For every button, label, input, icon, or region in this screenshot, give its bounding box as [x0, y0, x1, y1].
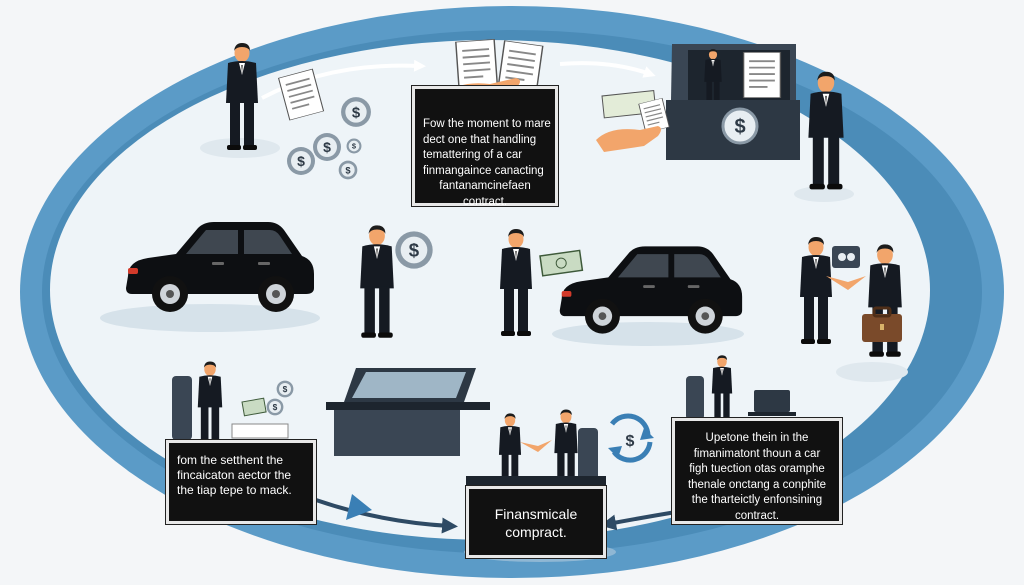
man-at-laptop: [686, 355, 796, 424]
dollar-coin-icon: [341, 97, 371, 127]
calculator-device: [832, 246, 860, 268]
finance-booth: $: [666, 44, 800, 160]
caption-line: Finansmicale: [494, 506, 578, 522]
caption-right: Upetone thein in the fimanimatont thoun …: [672, 418, 842, 524]
caption-line: Upetone thein in the: [705, 432, 809, 444]
refresh-cycle-icon: $: [608, 413, 654, 463]
caption-line: temattering of a car: [423, 149, 523, 161]
caption-line: contract.: [462, 195, 508, 208]
caption-line: fantanamcinefaen: [439, 180, 531, 192]
caption-line: dect one that handling: [423, 133, 537, 146]
caption-left: fom the setthent the fincaicaton aector …: [166, 440, 316, 524]
dollar-coin-icon: [287, 147, 315, 175]
empty-desk: [326, 368, 490, 456]
dollar-coin-icon: [338, 160, 358, 180]
caption-line: Fow the moment to mare: [423, 118, 551, 130]
banknote: [539, 249, 584, 277]
handshake-icon: [520, 440, 552, 452]
dollar-coin-icon: [346, 138, 362, 154]
caption-line: fincaicaton aector the: [177, 468, 292, 482]
caption-top: Fow the moment to mare dect one that han…: [412, 86, 558, 208]
arrow-bottom-left: [315, 498, 458, 534]
dollar-coin-icon: [313, 133, 341, 161]
caption-line: figh tuection otas oramphe: [689, 463, 825, 475]
arrow-top-right: [559, 61, 656, 78]
caption-line: compract.: [505, 524, 567, 540]
arrow-top-left: [261, 59, 426, 100]
svg-text:$: $: [626, 433, 635, 450]
caption-line: finmangaince canacting: [423, 164, 544, 177]
arrow-bottom-right: [600, 510, 677, 531]
cycle-inner: [50, 40, 930, 540]
laptop-icon: [748, 390, 796, 416]
caption-line: contract.: [734, 509, 780, 522]
dollar-coin-icon: [395, 231, 433, 269]
dollar-coin-icon: [276, 380, 294, 398]
caption-line: thenale onctang a conphite: [687, 478, 827, 491]
caption-bottom: Finansmicale compract.: [466, 486, 606, 558]
briefcase-icon: [862, 306, 902, 342]
caption-line: fimanimatont thoun a car: [693, 447, 821, 460]
handshake-icon: [826, 276, 866, 290]
cash-stack: [596, 90, 671, 152]
caption-line: the tharteictly enfonsining: [691, 494, 823, 506]
svg-text:$: $: [734, 116, 745, 138]
caption-line: fom the setthent the: [177, 453, 284, 467]
dollar-coin-icon: [266, 398, 284, 416]
caption-line: the tiap tepe to mack.: [177, 483, 292, 497]
